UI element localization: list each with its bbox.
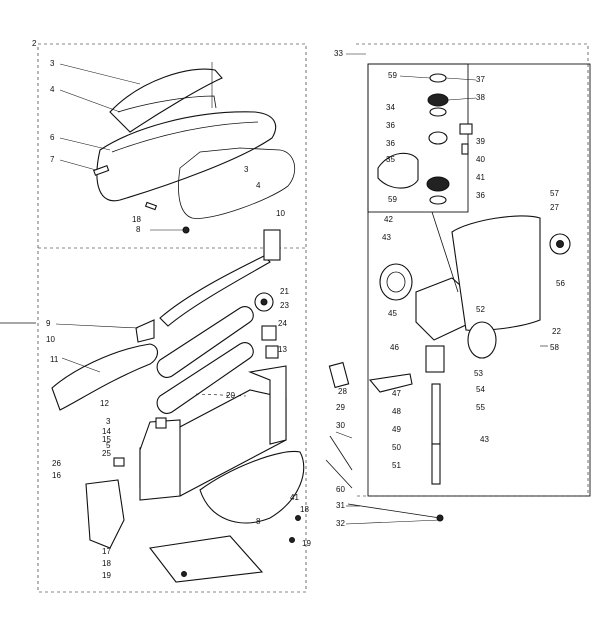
label-47: 47	[392, 389, 401, 398]
label-41b: 41	[476, 173, 485, 182]
drive-housing	[325, 211, 571, 522]
label-33: 33	[334, 49, 343, 58]
leader-lines	[55, 53, 548, 525]
label-34: 34	[386, 103, 395, 112]
label-15: 15	[102, 435, 111, 444]
label-50: 50	[392, 443, 401, 452]
label-43b: 43	[480, 435, 489, 444]
label-56: 56	[556, 279, 565, 288]
label-3c: 3	[106, 417, 111, 426]
label-2: 2	[32, 39, 37, 48]
label-18: 18	[132, 215, 141, 224]
label-39: 39	[476, 137, 485, 146]
label-52: 52	[476, 305, 485, 314]
label-37: 37	[476, 75, 485, 84]
label-4b: 4	[256, 181, 261, 190]
label-14: 14	[102, 427, 111, 436]
label-19b: 19	[302, 539, 311, 548]
label-53: 53	[474, 369, 483, 378]
label-28: 28	[338, 387, 347, 396]
label-3b: 3	[244, 165, 249, 174]
label-9: 9	[46, 319, 51, 328]
label-36b: 36	[386, 139, 395, 148]
label-12: 12	[100, 399, 109, 408]
label-11: 11	[50, 355, 59, 364]
label-57: 57	[550, 189, 559, 198]
label-36c: 36	[476, 191, 485, 200]
label-42: 42	[384, 215, 393, 224]
callout-labels: 2 3 4 6 7 3 4 18 8 10 21 23 9 10 24 13 1…	[32, 39, 565, 580]
label-55: 55	[476, 403, 485, 412]
label-8: 8	[136, 225, 141, 234]
label-43: 43	[382, 233, 391, 242]
label-46: 46	[390, 343, 399, 352]
label-13: 13	[278, 345, 287, 354]
label-4: 4	[50, 85, 55, 94]
label-3: 3	[50, 59, 55, 68]
label-18b: 18	[102, 559, 111, 568]
roller-assembly	[51, 229, 305, 583]
label-30: 30	[336, 421, 345, 430]
label-18c: 18	[300, 505, 309, 514]
label-60: 60	[336, 485, 345, 494]
label-58: 58	[550, 343, 559, 352]
label-59: 59	[388, 71, 397, 80]
gear-stack	[377, 73, 473, 205]
label-23: 23	[280, 301, 289, 310]
outer-frame-left	[37, 43, 307, 593]
label-26: 26	[52, 459, 61, 468]
label-8b: 8	[256, 517, 261, 526]
label-40: 40	[476, 155, 485, 164]
label-31: 31	[336, 501, 345, 510]
label-17: 17	[102, 547, 111, 556]
label-41: 41	[290, 493, 299, 502]
label-35: 35	[386, 155, 395, 164]
label-36: 36	[386, 121, 395, 130]
label-51: 51	[392, 461, 401, 470]
label-16: 16	[52, 471, 61, 480]
label-10: 10	[276, 209, 285, 218]
label-45: 45	[388, 309, 397, 318]
label-59b: 59	[388, 195, 397, 204]
label-48: 48	[392, 407, 401, 416]
label-38: 38	[476, 93, 485, 102]
gear-assembly-box	[367, 63, 469, 213]
label-10b: 10	[46, 335, 55, 344]
label-49: 49	[392, 425, 401, 434]
label-54: 54	[476, 385, 485, 394]
label-22: 22	[552, 327, 561, 336]
label-6: 6	[50, 133, 55, 142]
label-27: 27	[550, 203, 559, 212]
drive-assembly-box	[367, 63, 591, 497]
label-20: 20	[226, 391, 235, 400]
label-24: 24	[278, 319, 287, 328]
label-29: 29	[336, 403, 345, 412]
label-5: 5	[106, 441, 111, 450]
label-7: 7	[50, 155, 55, 164]
label-25: 25	[102, 449, 111, 458]
cover-assembly	[93, 62, 296, 234]
label-21: 21	[280, 287, 289, 296]
label-32: 32	[336, 519, 345, 528]
label-19: 19	[102, 571, 111, 580]
